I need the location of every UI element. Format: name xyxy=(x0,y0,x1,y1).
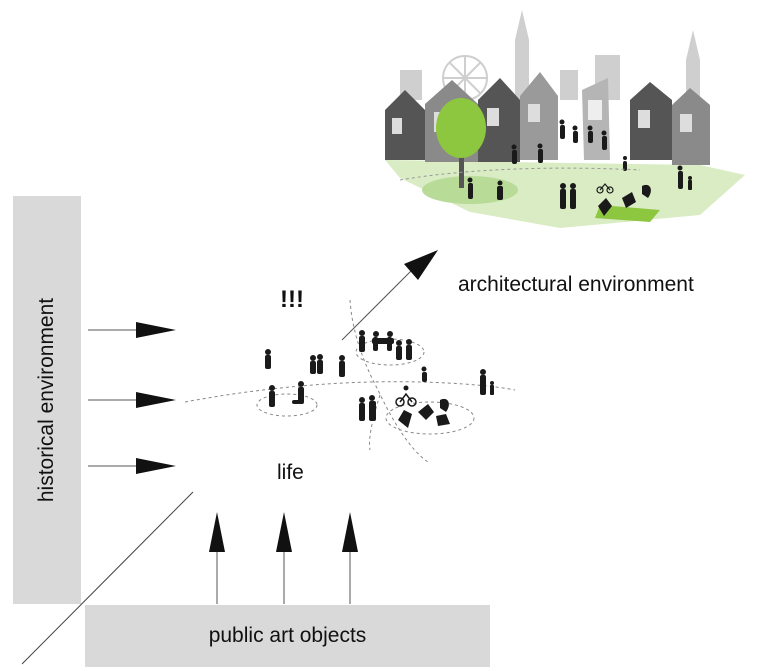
arrow-up-icon xyxy=(209,512,225,604)
person-silhouette-icon xyxy=(359,397,365,421)
house-icon xyxy=(672,88,710,165)
public-art-objects-label: public art objects xyxy=(208,624,367,647)
ferris-wheel-icon xyxy=(442,55,488,101)
person-silhouette-icon xyxy=(421,366,427,382)
architectural-environment-label: architectural environment xyxy=(458,273,694,296)
church-spire-icon xyxy=(686,30,700,100)
scene-people xyxy=(467,119,692,216)
arrow-diagonal-icon xyxy=(341,250,438,341)
person-silhouette-icon xyxy=(587,125,593,143)
person-silhouette-icon xyxy=(601,130,607,150)
house-icon xyxy=(630,82,672,160)
arrow-up-icon xyxy=(276,512,292,604)
person-silhouette-icon xyxy=(480,369,486,395)
person-silhouette-icon xyxy=(369,395,376,421)
person-silhouette-icon xyxy=(265,349,271,369)
person-silhouette-icon xyxy=(570,183,576,209)
church-spire-icon xyxy=(515,10,529,100)
person-silhouette-icon xyxy=(339,355,345,377)
arrow-right-icon xyxy=(88,322,176,338)
architectural-scene xyxy=(385,10,745,228)
person-silhouette-icon xyxy=(387,331,393,351)
house-icon xyxy=(385,90,425,160)
house-icon xyxy=(478,78,520,162)
historical-environment-box xyxy=(13,196,81,604)
person-silhouette-icon xyxy=(559,119,565,139)
bicycle-icon xyxy=(596,183,614,194)
arrow-right-icon xyxy=(88,458,176,474)
person-silhouette-icon xyxy=(511,144,517,164)
life-paths xyxy=(184,299,516,463)
person-silhouette-icon xyxy=(490,381,494,395)
person-silhouette-icon xyxy=(373,331,379,351)
person-silhouette-icon xyxy=(467,177,473,199)
people-cluster xyxy=(265,330,494,428)
person-silhouette-icon xyxy=(688,176,692,190)
person-silhouette-icon xyxy=(623,156,627,171)
person-silhouette-icon xyxy=(677,165,683,189)
person-silhouette-icon xyxy=(310,355,316,374)
person-silhouette-icon xyxy=(572,125,578,143)
person-silhouette-icon xyxy=(537,143,543,163)
emphasis-label: !!! xyxy=(280,286,304,313)
person-silhouette-icon xyxy=(317,354,323,374)
diagonal-line xyxy=(21,491,194,665)
person-silhouette-icon xyxy=(497,180,503,200)
person-silhouette-icon xyxy=(359,330,365,352)
person-silhouette-icon xyxy=(269,385,275,407)
public-art-objects-box: public art objects xyxy=(85,605,490,667)
person-silhouette-icon xyxy=(560,183,566,209)
person-silhouette-icon xyxy=(396,340,402,360)
tree-icon xyxy=(436,98,486,188)
arrow-right-icon xyxy=(88,392,176,408)
bicycle-icon xyxy=(395,392,417,407)
arrow-up-icon xyxy=(342,512,358,604)
house-icon xyxy=(520,72,558,160)
historical-environment-label: historical environment xyxy=(35,297,58,503)
person-silhouette-icon xyxy=(406,339,412,360)
person-silhouette-icon xyxy=(298,381,304,404)
life-label: life xyxy=(277,461,304,484)
